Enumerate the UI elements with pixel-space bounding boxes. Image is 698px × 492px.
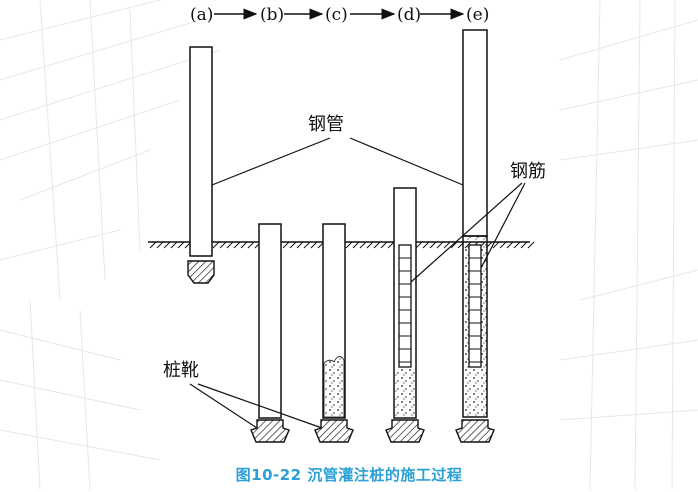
stage-b <box>250 223 290 443</box>
ground-hatch-mark <box>422 241 430 249</box>
ground-hatch-mark <box>233 241 241 249</box>
ground-hatch-mark <box>289 241 297 249</box>
ground-hatch-mark <box>247 241 255 249</box>
ground-hatch-mark <box>345 241 353 249</box>
rebar-label: 钢筋 <box>510 161 546 182</box>
stage-c <box>314 223 354 443</box>
ground-hatch-mark <box>212 241 220 249</box>
pile-shoe <box>455 419 495 443</box>
leader-line <box>197 383 323 429</box>
ground-hatch-mark <box>282 241 290 249</box>
ground-hatch-mark <box>149 241 157 249</box>
callout-steel-pipe: 钢管 <box>211 114 464 186</box>
ground-hatch-mark <box>373 241 381 249</box>
ground-hatch-mark <box>366 241 374 249</box>
leader-line <box>410 182 523 283</box>
ground-hatch-mark <box>177 241 185 249</box>
step-label-b: (b) <box>260 5 284 25</box>
ground-hatch-mark <box>156 241 164 249</box>
steel-pipe <box>258 223 282 419</box>
ground-hatch-mark <box>240 241 248 249</box>
leader-line <box>480 182 526 269</box>
ground-hatch-mark <box>443 241 451 249</box>
ground-hatch-mark <box>359 241 367 249</box>
pile-shoe <box>187 260 215 284</box>
ground-hatch-mark <box>513 241 521 249</box>
callout-pile-shoe: 桩靴 <box>163 360 323 429</box>
step-label-e: (e) <box>466 5 489 25</box>
steel-pipe-label: 钢管 <box>308 114 344 135</box>
ground-hatch-mark <box>380 241 388 249</box>
pile-shoe <box>385 419 425 443</box>
ground-hatch-mark <box>387 241 395 249</box>
ground-hatch-mark <box>296 241 304 249</box>
steel-pipe <box>189 46 213 257</box>
ground-hatch-mark <box>520 241 528 249</box>
ground-hatch-mark <box>499 241 507 249</box>
pile-shoe <box>250 419 290 443</box>
concrete-fill <box>323 356 345 418</box>
ground-hatch-mark <box>219 241 227 249</box>
ground-hatch-mark <box>163 241 171 249</box>
steel-pipe <box>462 29 488 237</box>
pile-shoe <box>314 419 354 443</box>
ground-hatch-mark <box>527 241 535 249</box>
leader-line <box>211 137 331 186</box>
ground-hatch-mark <box>226 241 234 249</box>
step-label-d: (d) <box>397 5 421 25</box>
pile-shoe-label: 桩靴 <box>163 360 199 381</box>
ground-hatch-mark <box>303 241 311 249</box>
step-label-a: (a) <box>190 5 213 25</box>
ground-hatch-mark <box>415 241 423 249</box>
ground-hatch-mark <box>492 241 500 249</box>
ground-hatch-mark <box>352 241 360 249</box>
figure-caption: 图10-22 沉管灌注桩的施工过程 <box>235 466 463 484</box>
callout-rebar: 钢筋 <box>410 161 546 283</box>
leader-line <box>189 383 258 429</box>
step-labels: (a) (b) (c) (d) (e) <box>190 5 489 25</box>
ground-hatch-mark <box>450 241 458 249</box>
ground-hatch-mark <box>310 241 318 249</box>
ground-hatch-mark <box>506 241 514 249</box>
ground-hatch-mark <box>429 241 437 249</box>
ground-hatch-mark <box>170 241 178 249</box>
concrete-fill <box>395 368 415 417</box>
stage-a <box>187 46 215 284</box>
stage-e <box>455 29 495 443</box>
step-label-c: (c) <box>325 5 348 25</box>
ground-hatch-mark <box>436 241 444 249</box>
stage-d <box>385 187 425 443</box>
leader-line <box>349 137 464 186</box>
